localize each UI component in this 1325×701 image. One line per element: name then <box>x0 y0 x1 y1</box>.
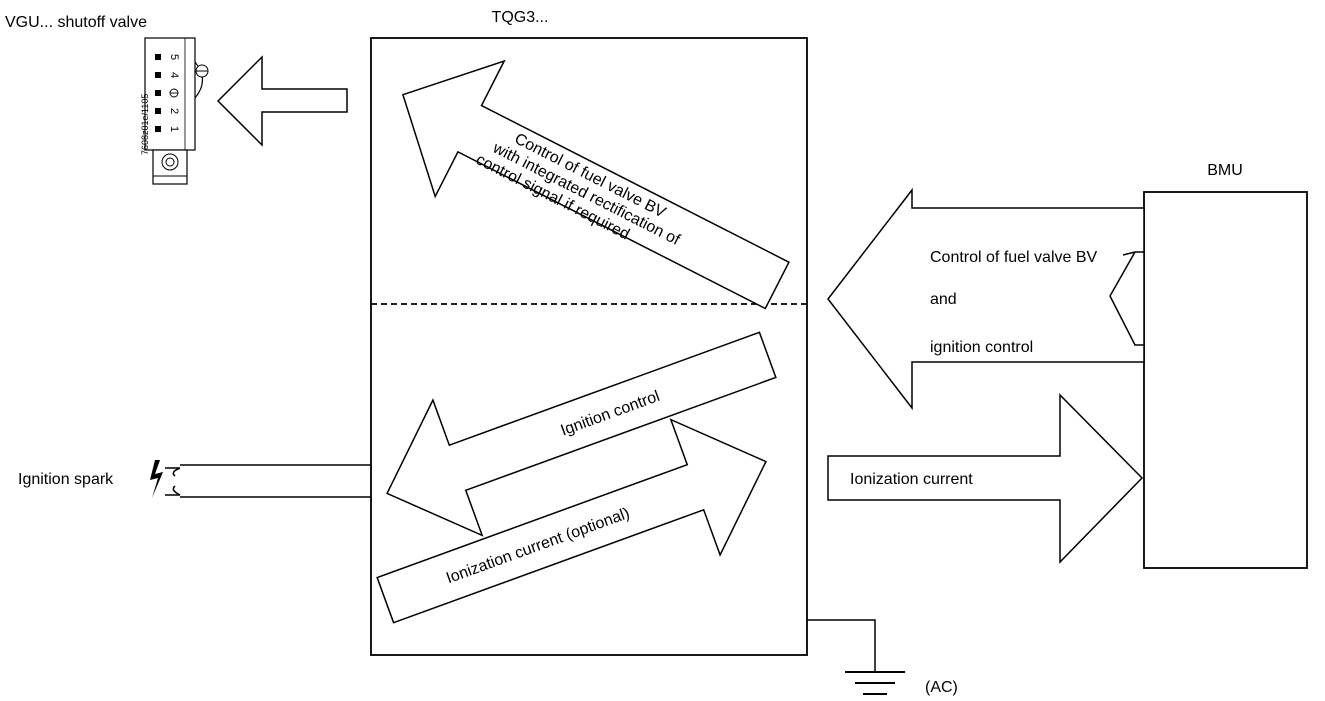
bmu-control-label-2: and <box>930 291 957 308</box>
pin-square-icon <box>155 54 161 60</box>
bmu-control-label-3: ignition control <box>930 339 1033 356</box>
bmu-ionization-label: Ionization current <box>850 471 973 488</box>
pin-label: 2 <box>168 108 180 114</box>
pin-square-icon <box>155 108 161 114</box>
arrow-bmu-control <box>827 187 1145 411</box>
bmu-box <box>1143 191 1308 569</box>
tqg-title: TQG3... <box>492 9 549 26</box>
valve-title: VGU... shutoff valve <box>5 14 147 31</box>
doc-code: 7608z01e/1105 <box>140 94 150 155</box>
pin-square-icon <box>155 72 161 78</box>
valve-connector: VGU... shutoff valve 5 4 2 1 7608z01e/11… <box>5 14 209 185</box>
pin-square-icon <box>155 126 161 132</box>
pin-label: 1 <box>168 126 180 132</box>
ignition-spark-label: Ignition spark <box>18 471 114 488</box>
bmu-control-label-1: Control of fuel valve BV <box>930 249 1098 266</box>
spark-icon <box>150 460 163 498</box>
bmu-title: BMU <box>1207 162 1243 179</box>
connector-pins: 5 4 2 1 <box>155 54 180 132</box>
arrow-to-valve <box>216 55 348 147</box>
pin-square-icon <box>155 90 161 96</box>
ground-wire <box>807 619 876 672</box>
connector-latch <box>194 61 204 99</box>
screw-icon <box>161 153 179 171</box>
pin-label: 4 <box>168 72 180 78</box>
control-bracket <box>1109 251 1144 346</box>
ground-label: (AC) <box>925 679 958 696</box>
arrow-bmu-ionization <box>827 393 1144 564</box>
pin-label: 5 <box>168 54 180 60</box>
